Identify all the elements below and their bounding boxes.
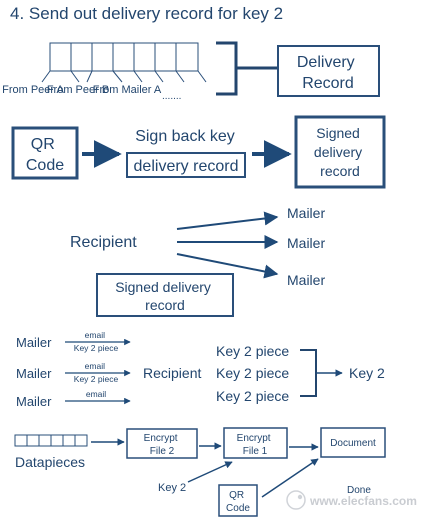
encrypt-file2-label: Encrypt File 2: [144, 433, 181, 457]
key-piece-label: Key 2 piece: [216, 365, 289, 381]
delivery-record-box: [277, 45, 380, 97]
arrow: [187, 461, 233, 483]
bracket: [300, 349, 317, 397]
mailer-label: Mailer: [287, 272, 325, 288]
signed-delivery-box-label: Signed delivery record: [115, 279, 215, 313]
datapieces-array: [14, 434, 88, 447]
key-piece-label: Key 2 piece: [216, 388, 289, 404]
document-label: Document: [330, 438, 376, 449]
key2-label: Key 2: [349, 365, 385, 381]
watermark-logo-dot: [297, 494, 303, 500]
arrow-label: email: [86, 389, 106, 399]
bracket: [216, 41, 278, 96]
watermark-logo-icon: [286, 490, 306, 510]
qr-code-small-label: QR Code: [226, 490, 250, 514]
qr-code-box: [11, 126, 79, 180]
encrypt-file1-label: Encrypt File 1: [237, 433, 274, 457]
mailer-label: Mailer: [16, 394, 52, 409]
signed-delivery-record-box: [294, 115, 386, 189]
arrow: [261, 458, 319, 498]
watermark: www.elecfans.com: [286, 490, 417, 510]
datapieces-label: Datapieces: [15, 454, 85, 470]
source-label: From Peer B: [47, 84, 109, 96]
sign-back-key-label: Sign back key: [135, 128, 235, 145]
arrow: [176, 253, 279, 279]
arrow: [176, 211, 279, 230]
encrypt-file2-box: [126, 428, 198, 459]
source-label: From Peer A: [2, 84, 64, 96]
mailer-label: Mailer: [16, 366, 52, 381]
recipient-label: Recipient: [70, 234, 137, 251]
arrow-label: email Key 2 piece: [74, 330, 119, 353]
qr-code-label: QR Code: [26, 136, 64, 174]
document-box: [320, 427, 386, 458]
signed-delivery-record-label: Signed delivery record: [314, 125, 366, 179]
mailer-label: Mailer: [287, 235, 325, 251]
arrow-label: email Key 2 piece: [74, 361, 119, 384]
mailer-label: Mailer: [287, 205, 325, 221]
watermark-text: www.elecfans.com: [309, 494, 417, 508]
delivery-record-inner-label: delivery record: [134, 158, 239, 175]
record-array: [49, 42, 199, 72]
key-piece-label: Key 2 piece: [216, 343, 289, 359]
signed-delivery-box: [96, 273, 234, 317]
key2-label: Key 2: [158, 482, 186, 494]
delivery-record-inner-box: [126, 152, 246, 178]
record-pointers: [41, 70, 207, 83]
encrypt-file1-box: [223, 427, 288, 459]
source-label: From Mailer A: [93, 84, 162, 96]
mailer-label: Mailer: [16, 335, 52, 350]
delivery-record-label: Delivery Record: [297, 54, 359, 92]
qr-code-small-box: [218, 484, 258, 517]
page-title: 4. Send out delivery record for key 2: [10, 4, 283, 23]
recipient-label: Recipient: [143, 365, 201, 381]
ellipsis: .......: [162, 91, 181, 102]
partial-label: Done: [347, 485, 371, 496]
